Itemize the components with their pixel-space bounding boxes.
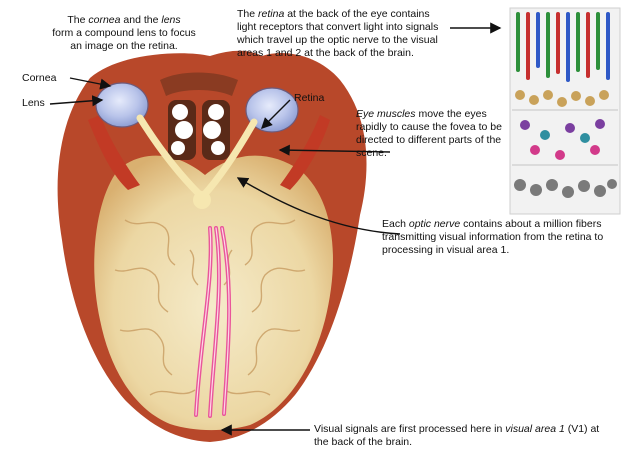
retina-info-text: The retina at the back of the eye contai… xyxy=(237,8,451,60)
cornea-label: Cornea xyxy=(22,72,56,85)
optic-chiasm xyxy=(193,191,211,209)
eye-muscles-text: Eye muscles move the eyes rapidly to cau… xyxy=(356,108,506,160)
optic-nerve-text: Each optic nerve contains about a millio… xyxy=(382,218,614,257)
visual-signals-text: Visual signals are first processed here … xyxy=(314,423,610,449)
lens-label: Lens xyxy=(22,97,45,110)
retina-label: Retina xyxy=(294,92,324,105)
retina-cells-panel xyxy=(510,8,620,214)
lens-intro-text: The cornea and the lens form a compound … xyxy=(44,14,204,53)
